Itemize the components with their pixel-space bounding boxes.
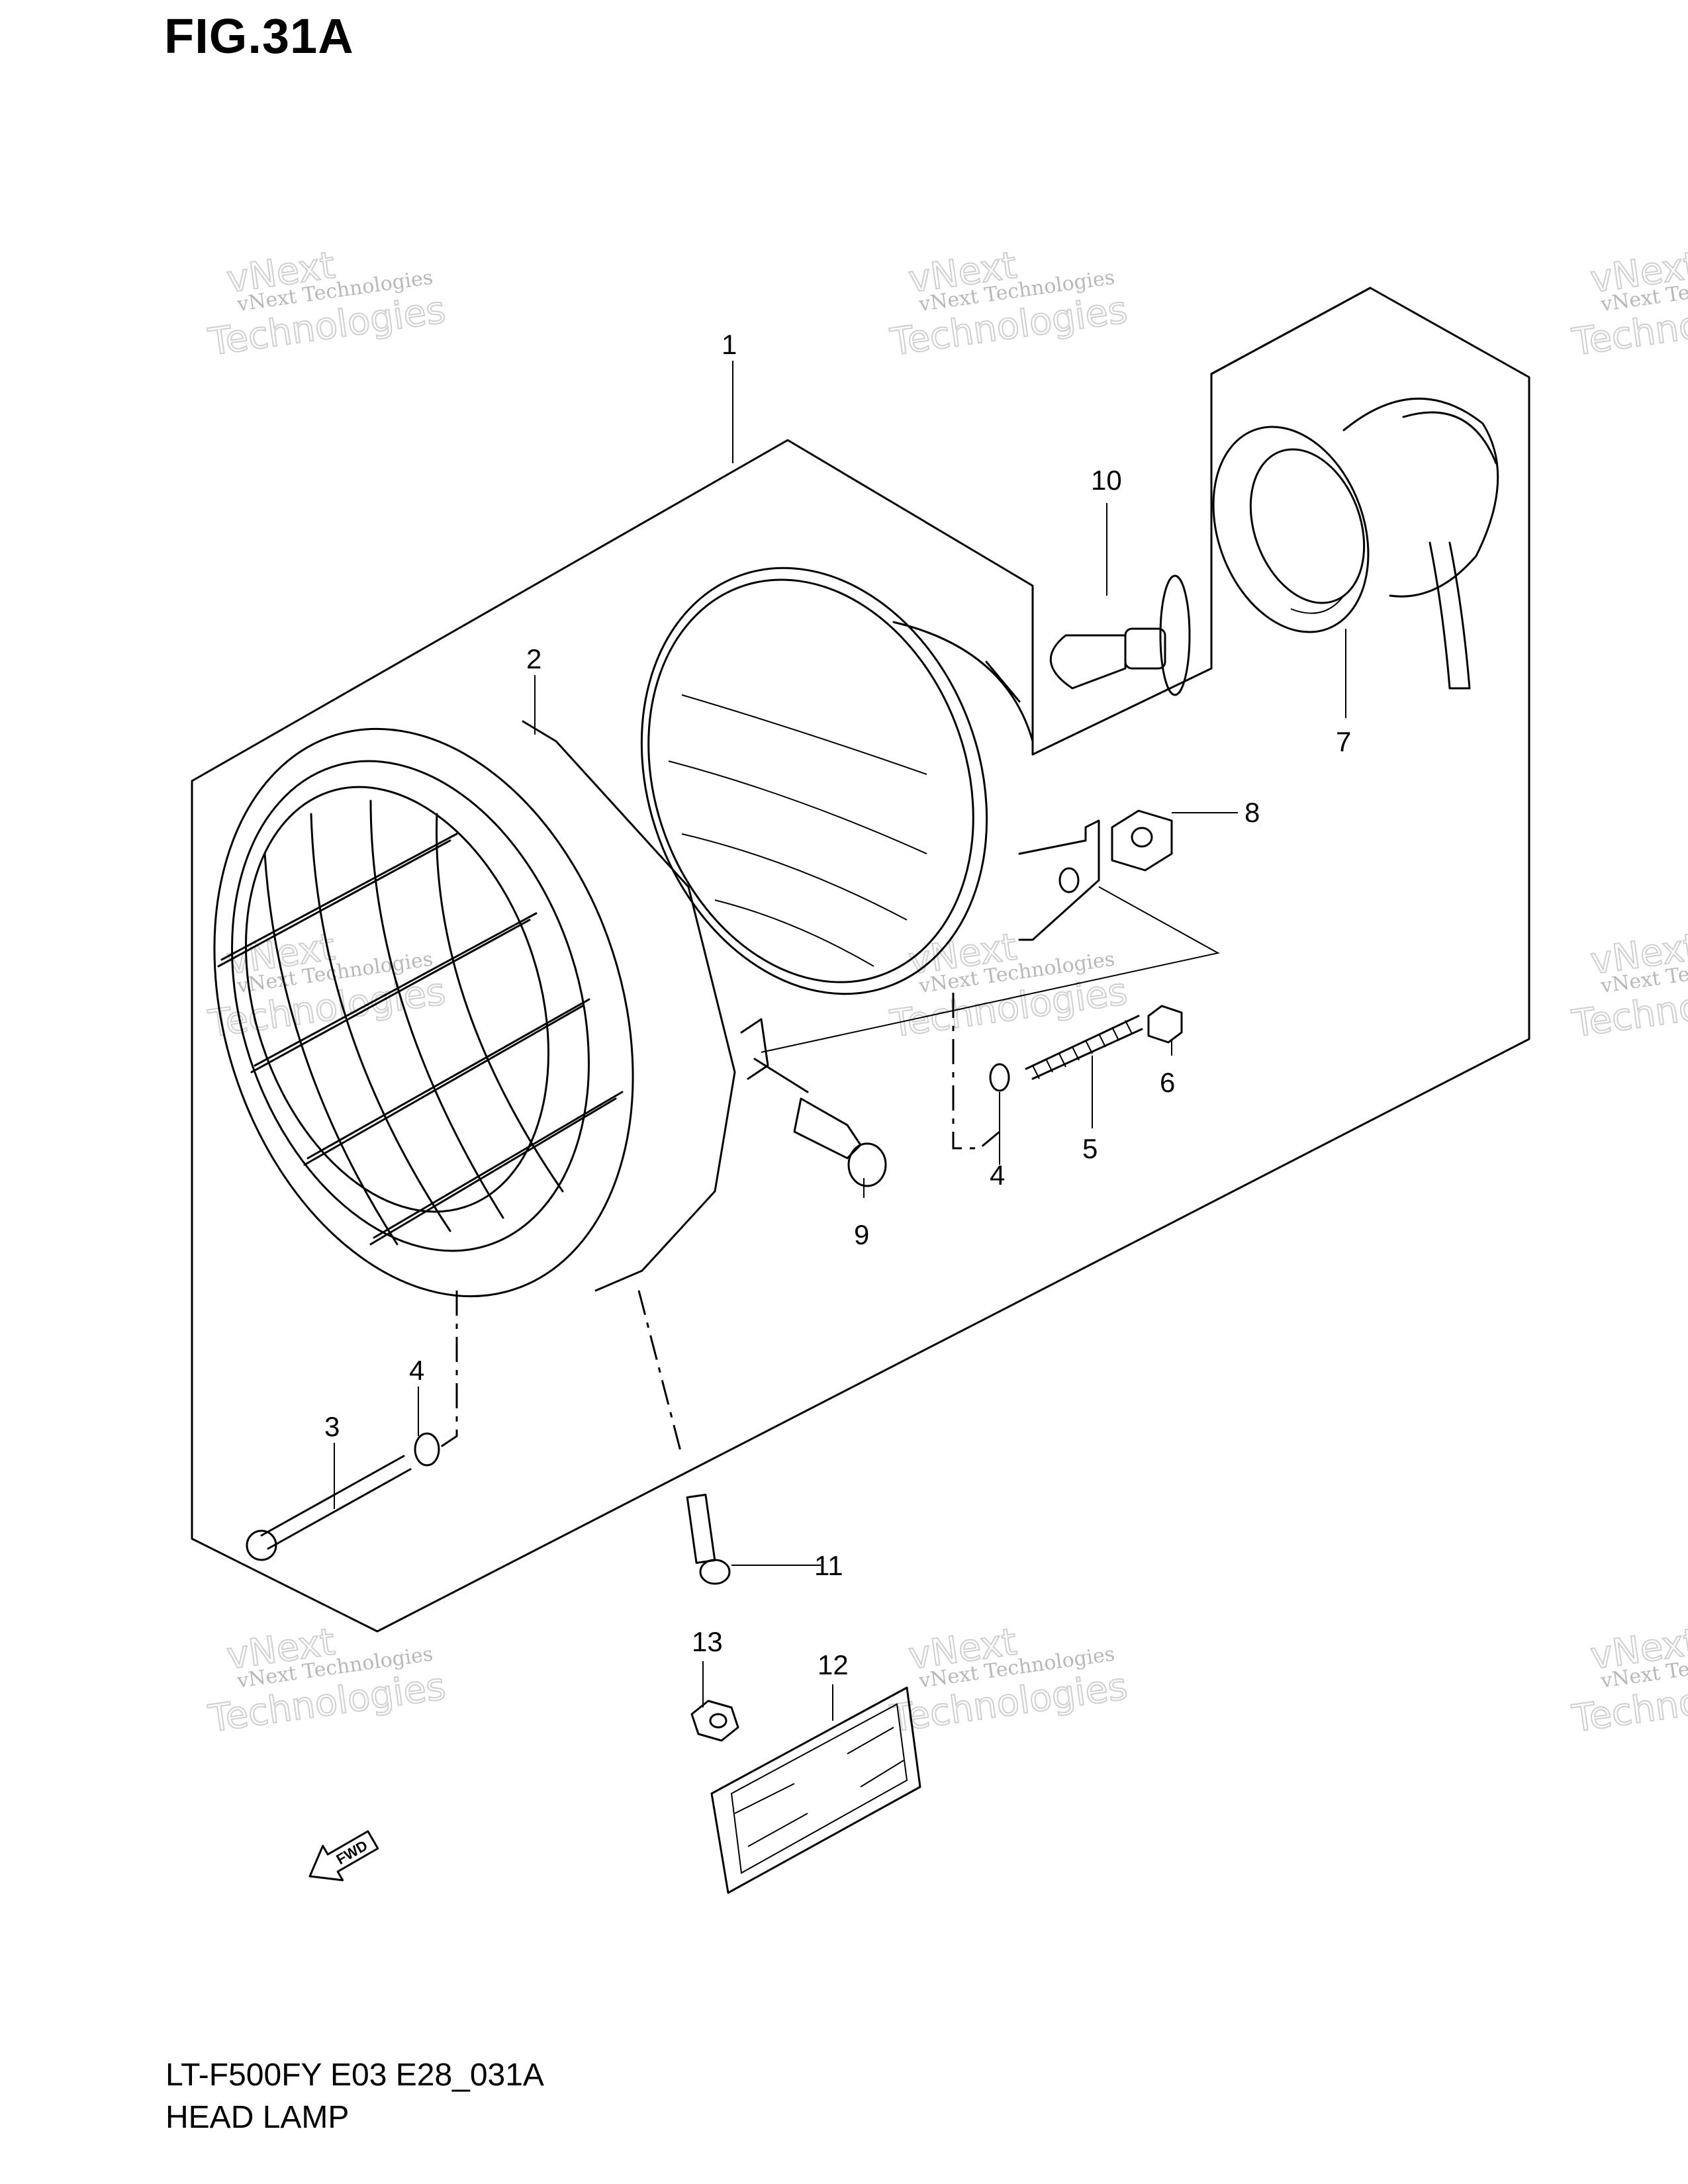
mounting-bolt-3: [246, 1455, 412, 1561]
bracket-leader: [761, 886, 1220, 1053]
callout-6: 6: [1160, 1067, 1175, 1098]
callout-8: 8: [1244, 797, 1260, 828]
callout-7: 7: [1336, 726, 1351, 757]
diagram-name: HEAD LAMP: [165, 2100, 350, 2135]
nut-13: [690, 1700, 739, 1742]
bulb: [1049, 574, 1191, 696]
screw-9: [753, 1058, 887, 1187]
clip-nut: [1111, 809, 1173, 872]
reflector-12: [710, 1686, 921, 1894]
dashed-leader-right: [952, 993, 1000, 1150]
adjust-spring: [1025, 1015, 1143, 1080]
callout-leaders: [334, 361, 1346, 1721]
callout-13: 13: [692, 1626, 723, 1657]
callout-11: 11: [814, 1550, 843, 1581]
callout-4-left: 4: [409, 1355, 424, 1386]
watermark-1: vNext vNext Technologies Technologies: [205, 243, 449, 365]
callout-3: 3: [324, 1411, 340, 1442]
watermark-7: vNext vNext Technologies Technologies: [205, 1619, 449, 1741]
callout-1: 1: [722, 329, 737, 360]
callout-10: 10: [1091, 465, 1122, 496]
callout-2: 2: [526, 643, 541, 674]
figure-title: FIG.31A: [164, 9, 354, 64]
watermark-3: vNext vNext Technologies Technologies: [1569, 243, 1688, 365]
callout-9: 9: [854, 1219, 869, 1250]
bolt-11: [637, 1290, 731, 1585]
washer-left: [414, 1432, 440, 1467]
socket-outline: [1210, 287, 1372, 375]
diagram-code: LT-F500FY E03 E28_031A: [165, 2058, 544, 2093]
callout-4-right: 4: [990, 1160, 1005, 1191]
watermark-2: vNext vNext Technologies Technologies: [887, 243, 1131, 365]
dashed-leader-left: [436, 1291, 458, 1451]
bulb-socket: [1212, 398, 1499, 690]
hex-nut-6: [1147, 1005, 1183, 1044]
headlamp-guard: [213, 720, 769, 1298]
callout-5: 5: [1082, 1133, 1098, 1164]
watermarks: vNext vNext Technologies Technologies vN…: [205, 243, 1688, 1741]
headlamp-unit: [640, 567, 1100, 995]
washer-right: [989, 1063, 1010, 1092]
watermark-9: vNext vNext Technologies Technologies: [1569, 1619, 1688, 1741]
watermark-6: vNext vNext Technologies Technologies: [1569, 925, 1688, 1046]
fwd-arrow-icon: FWD: [308, 1830, 379, 1882]
watermark-8: vNext vNext Technologies Technologies: [887, 1619, 1131, 1741]
callout-12: 12: [818, 1649, 849, 1680]
watermark-5: vNext vNext Technologies Technologies: [887, 925, 1131, 1046]
